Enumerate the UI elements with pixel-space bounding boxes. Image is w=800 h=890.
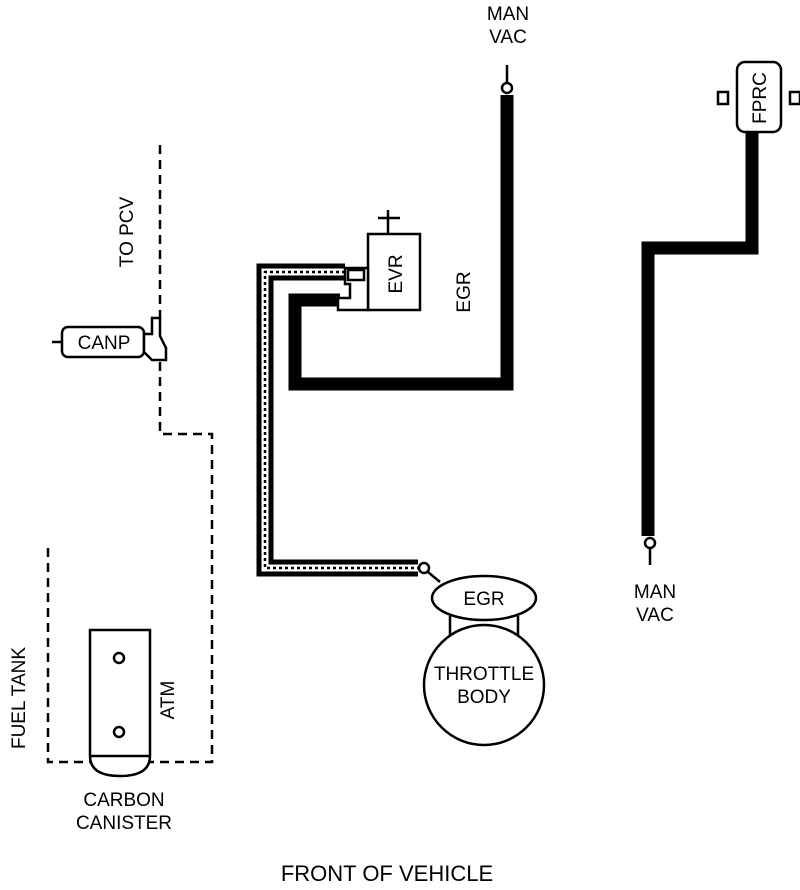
evr-solenoid: EVR bbox=[336, 210, 422, 312]
fuel-tank-label: FUEL TANK bbox=[9, 647, 30, 749]
fprc-solenoid: FPRC bbox=[716, 60, 800, 134]
fprc-label: FPRC bbox=[750, 72, 771, 124]
carbon-canister bbox=[88, 628, 152, 778]
egr-hose-label: EGR bbox=[454, 271, 475, 312]
man-vac-top-label-line2: VAC bbox=[489, 27, 527, 48]
carbon-canister-label-line2: CANISTER bbox=[76, 813, 172, 834]
throttle-body: THROTTLE BODY bbox=[422, 616, 546, 747]
throttle-body-label-line1: THROTTLE bbox=[434, 664, 534, 685]
atm-label: ATM bbox=[158, 681, 179, 720]
man-vac-top-connection: MAN VAC bbox=[487, 4, 529, 95]
man-vac-right-connection: MAN VAC bbox=[634, 536, 676, 626]
canp-solenoid: CANP bbox=[52, 316, 168, 362]
man-vac-right-label-line2: VAC bbox=[636, 605, 674, 626]
man-vac-top-port bbox=[500, 81, 514, 95]
egr-valve: EGR bbox=[417, 561, 538, 622]
to-pcv-label: TO PCV bbox=[117, 196, 138, 267]
egr-vacuum-hose bbox=[288, 95, 514, 391]
throttle-body-label-line2: BODY bbox=[457, 687, 511, 708]
front-of-vehicle-label: FRONT OF VEHICLE bbox=[281, 861, 493, 886]
purge-line-dashed bbox=[150, 145, 214, 764]
evr-label: EVR bbox=[386, 254, 407, 293]
fuel-tank-line-dashed bbox=[46, 548, 90, 764]
carbon-canister-label-line1: CARBON bbox=[83, 790, 164, 811]
man-vac-right-port bbox=[643, 536, 657, 550]
man-vac-top-label-line1: MAN bbox=[487, 4, 529, 25]
man-vac-right-label-line1: MAN bbox=[634, 582, 676, 603]
egr-valve-hose bbox=[256, 263, 418, 577]
fprc-vacuum-hose bbox=[641, 132, 759, 536]
canp-label: CANP bbox=[78, 333, 131, 354]
egr-valve-label: EGR bbox=[463, 589, 504, 610]
